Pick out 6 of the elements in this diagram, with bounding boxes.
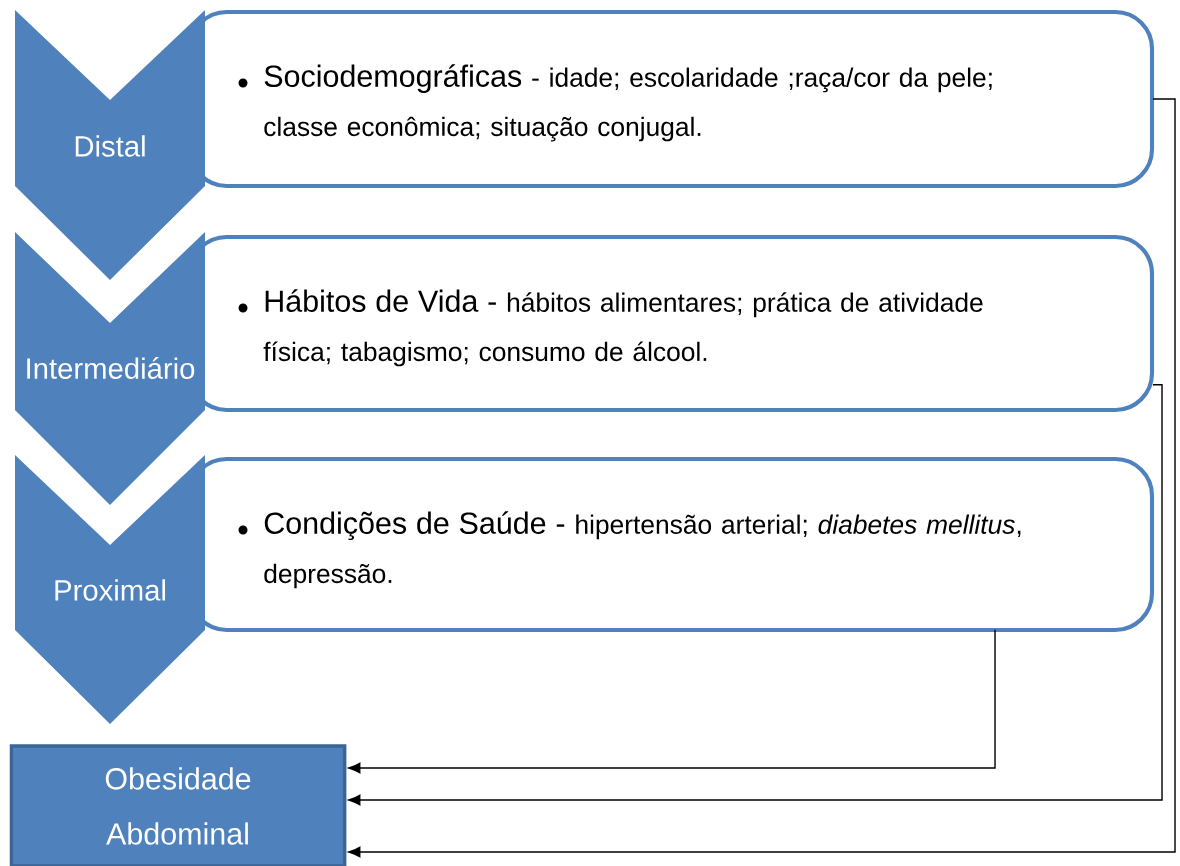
arrow [348, 384, 1163, 806]
arrow [348, 98, 1176, 858]
arrow [348, 629, 996, 774]
text-box: Sociodemográficas - idade; escolaridade ;raça/cor da pele; classe econômica; situação conjugal. [187, 9, 1155, 189]
outcome-box: Obesidade Abdominal [9, 744, 347, 866]
text-box: Condições de Saúde - hipertensão arterial; diabetes mellitus, depressão. [187, 456, 1155, 633]
